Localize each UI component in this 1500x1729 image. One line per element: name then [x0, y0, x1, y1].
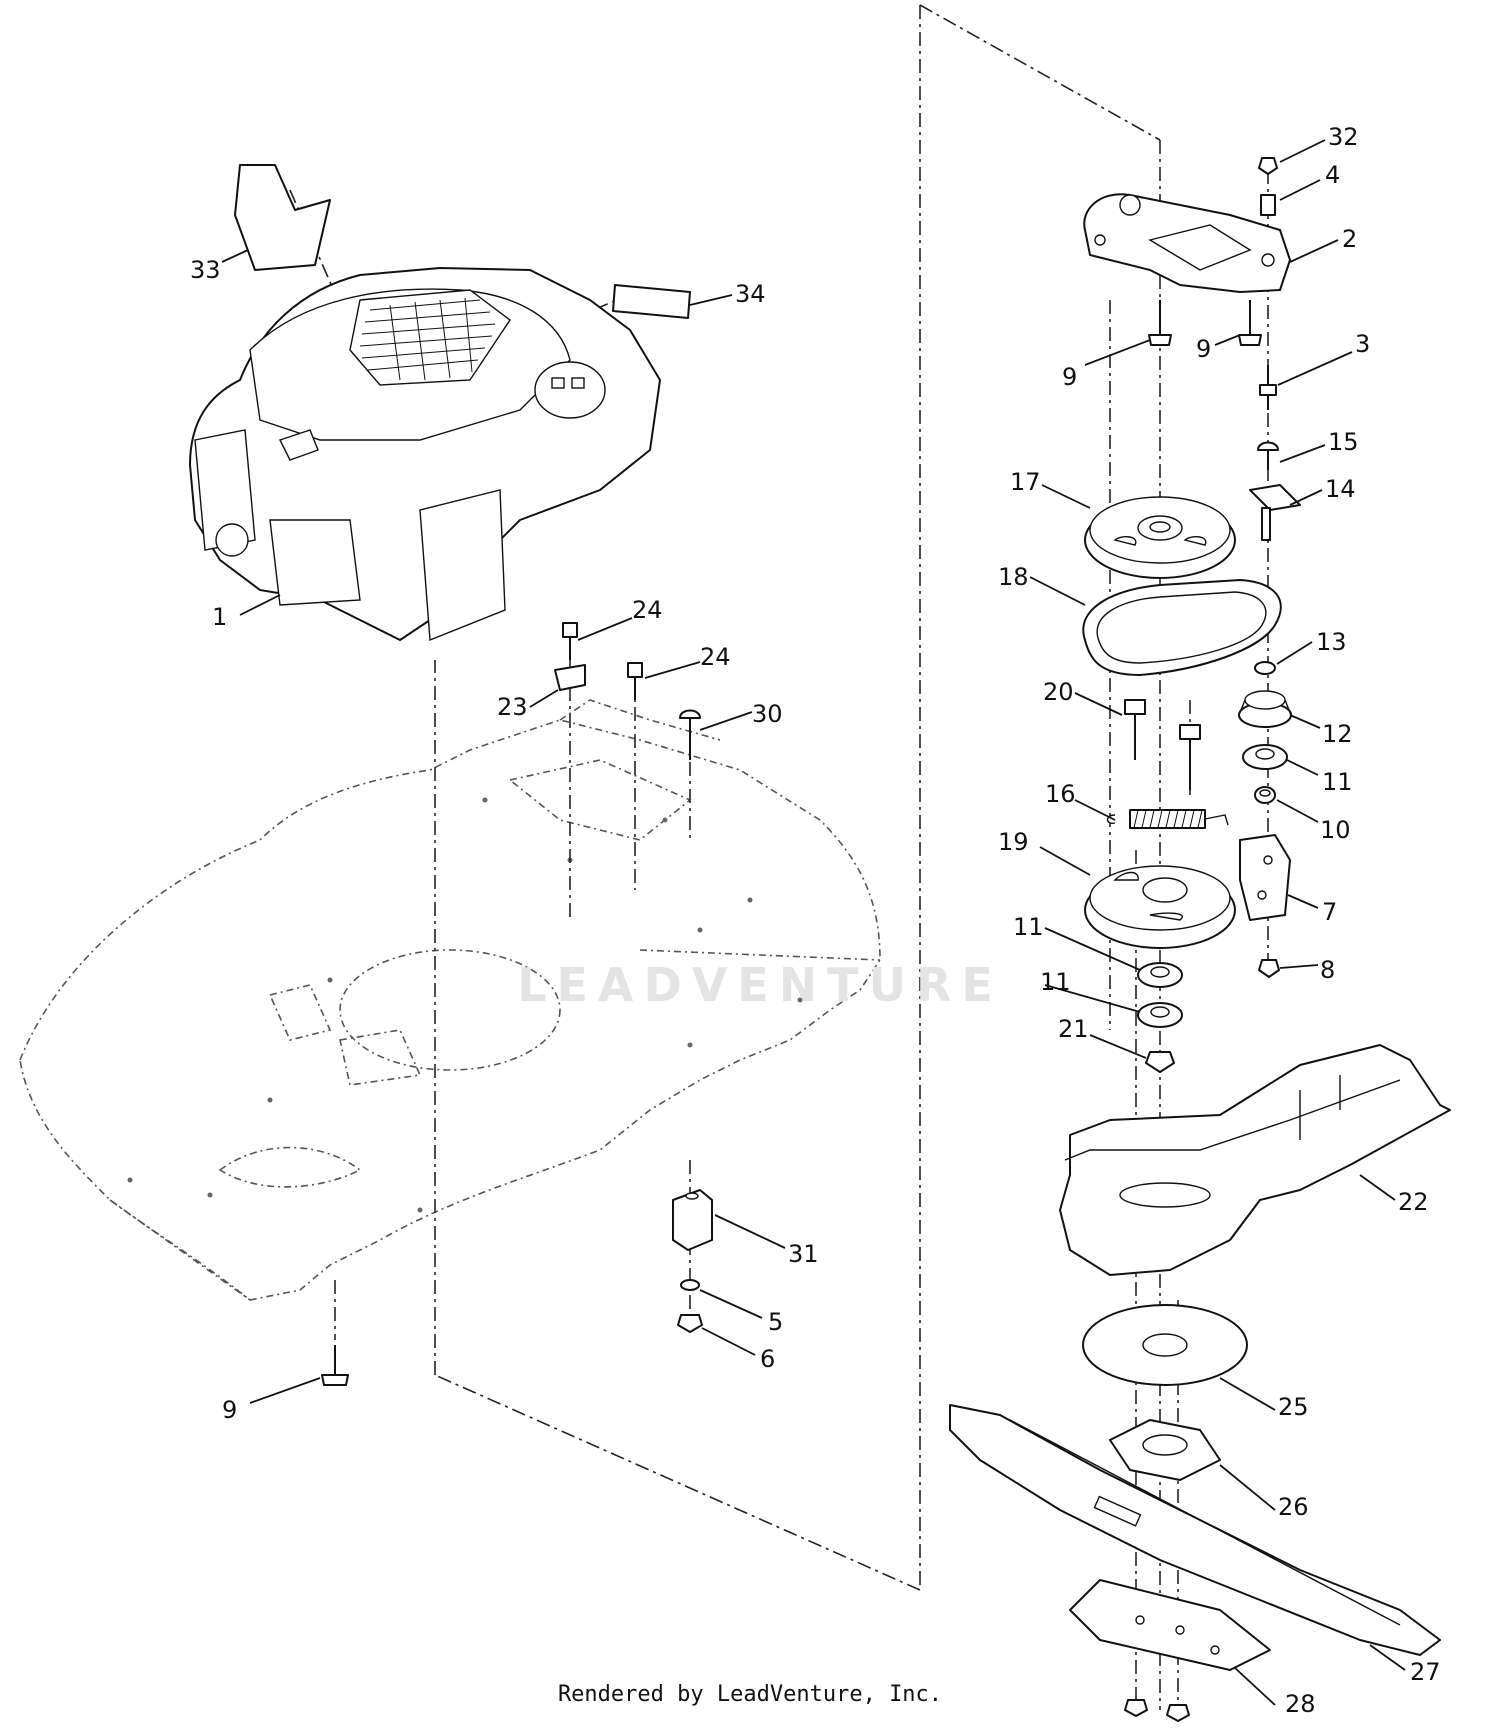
callout-18: 18: [998, 563, 1029, 591]
part-2-mounting-bracket[interactable]: [1083, 193, 1291, 293]
callout-22: 22: [1398, 1188, 1429, 1216]
part-3-stud[interactable]: [1259, 365, 1277, 410]
callout-14: 14: [1325, 475, 1356, 503]
part-9-bolt-bracket-right[interactable]: [1238, 300, 1262, 346]
callout-6: 6: [760, 1345, 775, 1373]
part-22-belt-housing[interactable]: [1059, 1044, 1451, 1276]
callout-16: 16: [1045, 780, 1076, 808]
part-25-disc[interactable]: [1082, 1304, 1248, 1386]
callout-34: 34: [735, 280, 766, 308]
part-14-bracket[interactable]: [1249, 484, 1301, 541]
callout-4: 4: [1325, 161, 1340, 189]
part-20-bolt-right[interactable]: [1179, 724, 1201, 790]
callout-20: 20: [1043, 678, 1074, 706]
part-18-drive-belt[interactable]: [1082, 579, 1282, 676]
part-10-bushing[interactable]: [1254, 786, 1276, 804]
render-credit: Rendered by LeadVenture, Inc.: [557, 1682, 943, 1707]
part-13-washer[interactable]: [1254, 661, 1276, 675]
callout-32: 32: [1328, 123, 1359, 151]
part-24-bolt-lower[interactable]: [627, 662, 643, 700]
part-5-washer[interactable]: [680, 1279, 700, 1291]
part-11-bearing-upper[interactable]: [1242, 744, 1288, 770]
callout-11: 11: [1322, 768, 1353, 796]
callout-labels: 33 34 1 24 24 23 30 31 5 6 9 32 4 2 9 9 …: [190, 123, 1441, 1718]
callout-12: 12: [1322, 720, 1353, 748]
callout-27: 27: [1410, 1658, 1441, 1686]
callout-5: 5: [768, 1308, 783, 1336]
callout-11: 11: [1040, 968, 1071, 996]
callout-leaders: [221, 139, 1406, 1706]
part-28-stiffener[interactable]: [1069, 1579, 1271, 1671]
callout-23: 23: [497, 693, 528, 721]
part-21-nut[interactable]: [1145, 1051, 1175, 1073]
callout-24: 24: [632, 596, 663, 624]
part-28-nut-left[interactable]: [1124, 1699, 1148, 1717]
part-28-nut-right[interactable]: [1166, 1704, 1190, 1722]
part-1-engine[interactable]: [189, 267, 661, 642]
callout-3: 3: [1355, 330, 1370, 358]
callout-24: 24: [700, 643, 731, 671]
part-16-spring[interactable]: [1106, 809, 1229, 829]
callout-25: 25: [1278, 1393, 1309, 1421]
callout-10: 10: [1320, 816, 1351, 844]
part-27-blade[interactable]: [949, 1404, 1441, 1656]
callout-9: 9: [222, 1396, 237, 1424]
part-15-pin[interactable]: [1257, 441, 1279, 471]
part-34-label[interactable]: [612, 284, 691, 319]
part-17-pulley[interactable]: [1084, 496, 1236, 579]
part-11-bearing-lower[interactable]: [1137, 1002, 1183, 1028]
mower-deck-phantom: [19, 699, 881, 1301]
callout-7: 7: [1322, 898, 1337, 926]
part-11-bearing-middle[interactable]: [1137, 962, 1183, 988]
part-30-carriage-bolt[interactable]: [679, 709, 701, 761]
part-24-bolt-upper[interactable]: [562, 622, 578, 660]
callout-2: 2: [1342, 225, 1357, 253]
part-9-bolt-deck[interactable]: [321, 1345, 349, 1386]
part-7-idler-arm[interactable]: [1239, 834, 1291, 921]
callout-33: 33: [190, 256, 221, 284]
part-32-nut[interactable]: [1258, 157, 1278, 175]
callout-19: 19: [998, 828, 1029, 856]
callout-11: 11: [1013, 913, 1044, 941]
callout-1: 1: [212, 603, 227, 631]
callout-15: 15: [1328, 428, 1359, 456]
part-20-bolt-left[interactable]: [1124, 699, 1146, 760]
callout-9: 9: [1062, 363, 1077, 391]
part-19-idler-plate[interactable]: [1084, 865, 1236, 949]
watermark: LEADVENTURE: [517, 958, 1003, 1012]
part-6-nut[interactable]: [677, 1314, 703, 1333]
part-23-cable-clip[interactable]: [554, 664, 586, 691]
callout-28: 28: [1285, 1690, 1316, 1718]
part-9-bolt-bracket-left[interactable]: [1148, 300, 1172, 346]
callout-30: 30: [752, 700, 783, 728]
part-31-spacer-block[interactable]: [672, 1189, 713, 1251]
part-26-blade-adapter[interactable]: [1109, 1419, 1221, 1481]
callout-31: 31: [788, 1240, 819, 1268]
callout-21: 21: [1058, 1015, 1089, 1043]
part-12-bushing[interactable]: [1238, 690, 1292, 728]
part-8-nut[interactable]: [1258, 959, 1280, 978]
callout-26: 26: [1278, 1493, 1309, 1521]
part-33-decal[interactable]: [234, 164, 331, 271]
engine-air-grille: [359, 297, 496, 381]
callout-8: 8: [1320, 956, 1335, 984]
callout-9: 9: [1196, 335, 1211, 363]
callout-13: 13: [1316, 628, 1347, 656]
callout-17: 17: [1010, 468, 1041, 496]
part-4-spacer[interactable]: [1260, 194, 1276, 216]
